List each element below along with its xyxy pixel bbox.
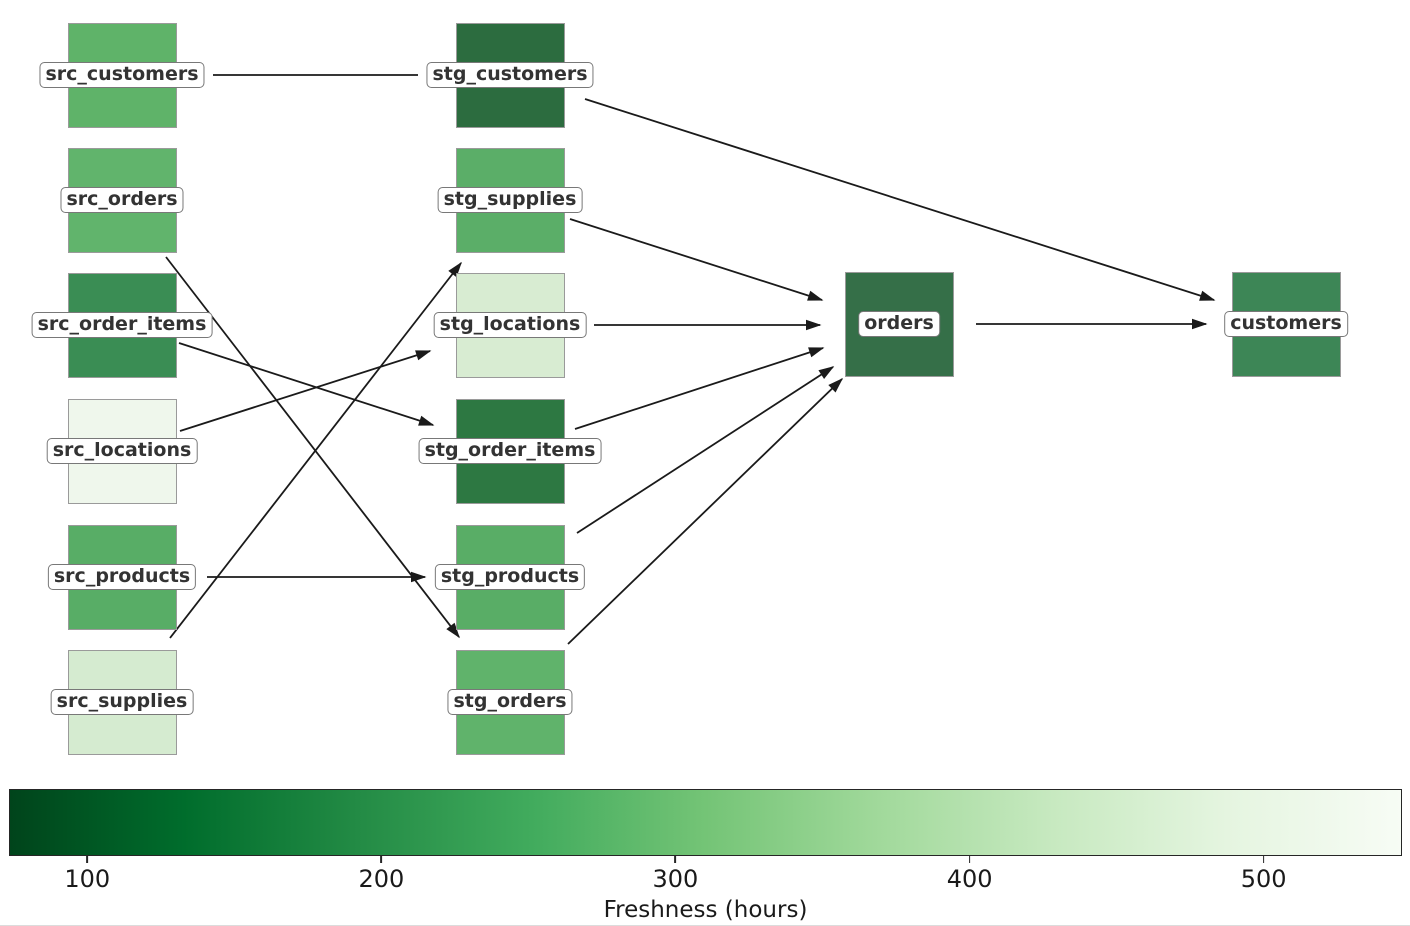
node-label-stg_order_items: stg_order_items — [418, 438, 602, 464]
colorbar-tick-200 — [380, 855, 383, 863]
node-label-stg_products: stg_products — [434, 564, 586, 590]
colorbar-axis-label: Freshness (hours) — [603, 897, 808, 923]
colorbar-tick-500 — [1262, 855, 1265, 863]
edge-src_locations-to-stg_locations — [179, 350, 432, 432]
node-label-src_locations: src_locations — [46, 438, 198, 464]
node-label-orders: orders — [858, 311, 940, 337]
edge-stg_customers-to-customers — [584, 98, 1216, 301]
edge-stg_orders-to-orders — [567, 377, 844, 645]
node-label-stg_orders: stg_orders — [447, 689, 573, 715]
node-label-src_orders: src_orders — [60, 187, 184, 213]
colorbar-gradient — [9, 789, 1402, 856]
colorbar-tick-label-300: 300 — [652, 865, 699, 893]
edge-stg_order_items-to-orders — [574, 347, 825, 430]
node-label-stg_supplies: stg_supplies — [437, 187, 583, 213]
node-label-src_products: src_products — [47, 564, 197, 590]
edge-src_order_items-to-stg_order_items — [178, 342, 435, 426]
node-label-src_supplies: src_supplies — [50, 689, 194, 715]
colorbar-tick-400 — [968, 855, 971, 863]
node-label-customers: customers — [1224, 311, 1348, 337]
colorbar-tick-label-100: 100 — [64, 865, 111, 893]
node-label-src_order_items: src_order_items — [31, 312, 213, 338]
edge-stg_supplies-to-orders — [569, 218, 824, 301]
edge-src_supplies-to-stg_supplies — [169, 261, 462, 639]
node-label-stg_locations: stg_locations — [433, 312, 587, 338]
edge-src_orders-to-stg_orders — [165, 256, 460, 639]
colorbar-tick-label-500: 500 — [1240, 865, 1287, 893]
colorbar-tick-label-200: 200 — [358, 865, 405, 893]
colorbar-tick-label-400: 400 — [946, 865, 993, 893]
edge-stg_products-to-orders — [576, 366, 835, 534]
colorbar-tick-300 — [674, 855, 677, 863]
colorbar-tick-100 — [86, 855, 89, 863]
node-label-src_customers: src_customers — [39, 62, 205, 88]
node-label-stg_customers: stg_customers — [426, 62, 594, 88]
